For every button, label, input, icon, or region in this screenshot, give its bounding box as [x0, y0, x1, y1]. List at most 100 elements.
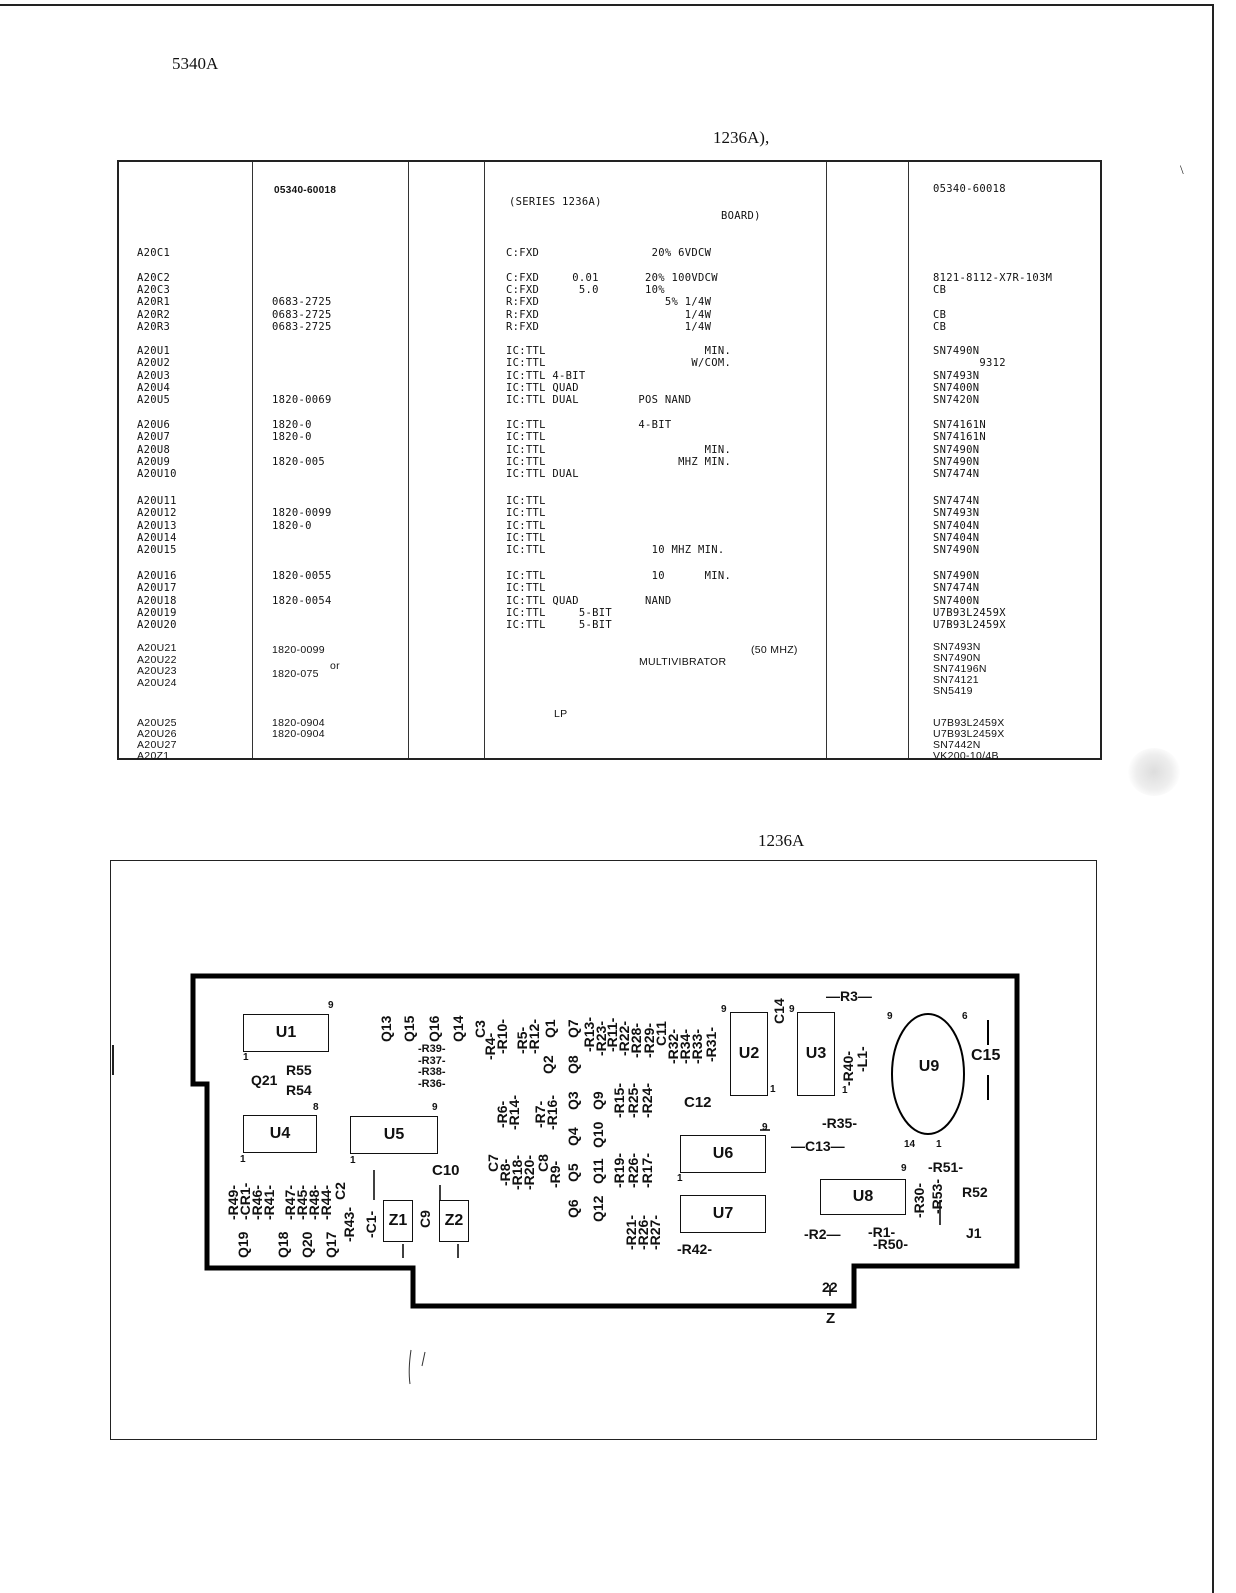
- label-r33: -R33-: [689, 1028, 705, 1064]
- label-l1: -L1-: [854, 1046, 870, 1072]
- pin-number: 9: [721, 1004, 727, 1015]
- chip-u6: U6: [680, 1135, 766, 1173]
- label-r51: -R51-: [928, 1159, 964, 1175]
- label-r15: -R15-: [611, 1082, 627, 1118]
- label-r2: -R2—: [804, 1226, 841, 1242]
- group-part-numbers: 1820-0099 1820-075: [272, 644, 325, 680]
- label-q7: Q7: [565, 1019, 581, 1038]
- label-q11: Q11: [590, 1158, 606, 1184]
- pin-number: 9: [762, 1122, 768, 1133]
- label-j1: J1: [966, 1225, 982, 1241]
- label-q8: Q8: [565, 1055, 581, 1074]
- label-r9: -R9-: [547, 1160, 563, 1188]
- pin-number: 14: [904, 1139, 916, 1150]
- label-q17: Q17: [323, 1231, 339, 1258]
- scan-smudge: [1128, 748, 1180, 796]
- label-r54: R54: [286, 1082, 312, 1098]
- label-c2: C2: [332, 1182, 348, 1200]
- resistor-stack: -R39--R37--R38--R36-: [418, 1043, 446, 1090]
- frame-notch-mark: [112, 1045, 114, 1075]
- label-q10: Q10: [590, 1121, 606, 1148]
- page-border-top: [0, 4, 1214, 6]
- label-r26: -R26-: [625, 1152, 641, 1188]
- label-r40: -R40-: [840, 1050, 856, 1086]
- pin-number: 8: [313, 1102, 319, 1113]
- chip-u2: U2: [730, 1012, 768, 1096]
- label-r35: -R35-: [822, 1115, 858, 1131]
- pin-number: 1: [936, 1139, 942, 1150]
- label-r53: -R53-: [929, 1178, 945, 1214]
- chip-u7: U7: [680, 1195, 766, 1233]
- chip-u3: U3: [797, 1012, 835, 1096]
- label-q21: Q21: [251, 1072, 278, 1088]
- label-q5: Q5: [565, 1163, 581, 1182]
- group-part-numbers: 1820-0069: [272, 394, 332, 407]
- frequency-desc: (50 MHZ): [751, 644, 798, 656]
- chip-u8: U8: [820, 1179, 906, 1215]
- label-q20: Q20: [299, 1231, 315, 1258]
- label-q3: Q3: [565, 1091, 581, 1110]
- table-col-divider: [484, 162, 485, 758]
- label-r30: -R30-: [911, 1182, 927, 1218]
- pin-number: 1: [240, 1154, 246, 1165]
- chip-u9: U9: [918, 1058, 940, 1075]
- label-r16: -R16-: [544, 1094, 560, 1130]
- label-r41: -R41-: [261, 1184, 277, 1220]
- pin-number: 1: [770, 1084, 776, 1095]
- label-z: Z: [826, 1310, 836, 1327]
- label-22: 22: [822, 1279, 838, 1295]
- page-border-right: [1212, 4, 1214, 1593]
- label-r55: R55: [286, 1062, 312, 1078]
- label-q19: Q19: [235, 1231, 251, 1258]
- table-col-divider: [908, 162, 909, 758]
- part-number-header: 05340-60018: [274, 185, 337, 196]
- label-q18: Q18: [275, 1231, 291, 1258]
- pin-number: 1: [243, 1052, 249, 1063]
- margin-mark: \: [1180, 162, 1184, 177]
- label-r42: -R42-: [677, 1241, 713, 1257]
- label-r43: -R43-: [341, 1206, 357, 1242]
- chip-u1: U1: [243, 1014, 329, 1052]
- label-q16: Q16: [426, 1015, 442, 1042]
- pin-number: 9: [328, 1000, 334, 1011]
- label-c12: C12: [684, 1094, 712, 1111]
- table-col-divider: [252, 162, 253, 758]
- label-r50: -R50-: [873, 1236, 909, 1252]
- label-q13: Q13: [378, 1015, 394, 1042]
- label-q2: Q2: [540, 1055, 556, 1074]
- parts-table: 05340-60018 (SERIES 1236A) BOARD) 05340-…: [117, 160, 1102, 762]
- multivibrator-desc: MULTIVIBRATOR: [639, 656, 727, 668]
- board-note: BOARD): [721, 210, 761, 222]
- label-r3: —R3—: [826, 988, 872, 1004]
- part-or-note: or: [330, 660, 340, 672]
- label-c9: C9: [417, 1210, 433, 1228]
- label-q6: Q6: [565, 1199, 581, 1218]
- pin-number: 1: [350, 1155, 356, 1166]
- label-c10: C10: [432, 1162, 460, 1179]
- label-r44: -R44-: [318, 1184, 334, 1220]
- label-r10: -R10-: [494, 1018, 510, 1054]
- chip-u4: U4: [243, 1115, 317, 1153]
- pin-number: 9: [432, 1102, 438, 1113]
- label-c13: —C13—: [791, 1138, 845, 1154]
- pin-number: 1: [677, 1173, 683, 1184]
- table-col-divider: [826, 162, 827, 758]
- series-note: (SERIES 1236A): [509, 196, 602, 208]
- label-r31: -R31-: [703, 1026, 719, 1062]
